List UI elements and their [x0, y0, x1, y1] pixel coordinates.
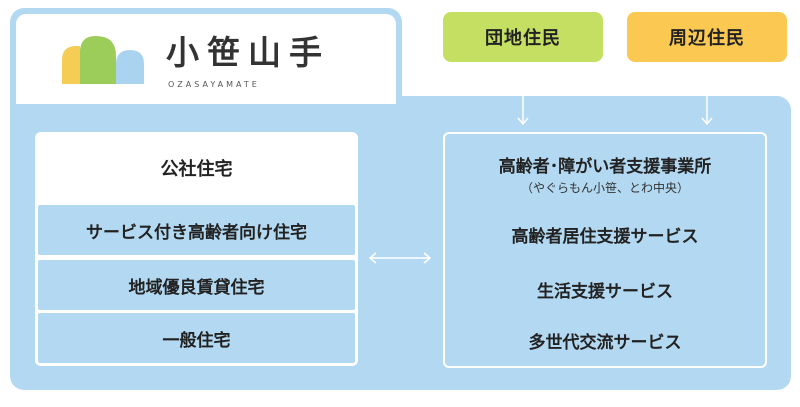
neighbors-double-arrow — [701, 71, 713, 126]
service-item: 多世代交流サービス — [528, 333, 682, 353]
service-office-note: （やぐらもん小笹、とわ中央） — [520, 181, 689, 195]
housing-row: サービス付き高齢者向け住宅 — [38, 205, 355, 255]
service-item: 生活支援サービス — [537, 282, 673, 302]
housing-services-double-arrow — [368, 252, 432, 264]
housing-row: 地域優良賃貸住宅 — [38, 260, 355, 310]
logo-leaves-icon — [62, 36, 144, 84]
service-item: 高齢者居住支援サービス — [511, 227, 699, 247]
services-card — [443, 132, 767, 368]
housing-row: 一般住宅 — [38, 313, 355, 363]
service-office: 高齢者･障がい者支援事業所 — [498, 157, 712, 177]
housing-card: 公社住宅 サービス付き高齢者向け住宅 地域優良賃貸住宅 一般住宅 — [35, 132, 358, 366]
residents-double-arrow — [517, 71, 529, 126]
housing-header: 公社住宅 — [160, 159, 233, 180]
neighbors-tag: 周辺住民 — [627, 12, 787, 62]
logo-title: 小笹山手 — [166, 33, 330, 72]
logo-subtitle: OZASAYAMATE — [168, 80, 260, 89]
residents-tag: 団地住民 — [443, 12, 603, 62]
